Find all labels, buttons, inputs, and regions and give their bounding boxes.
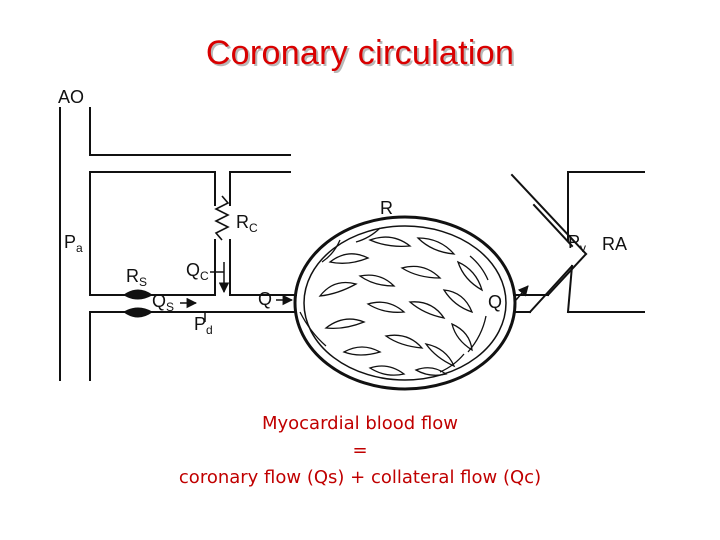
myocardial-bed: [293, 215, 517, 391]
qc-label: QC: [186, 260, 209, 283]
r-label: R: [380, 198, 393, 218]
slide-title: Coronary circulation: [205, 34, 515, 72]
ra-label: RA: [602, 234, 627, 254]
collateral-resistance-symbol: [214, 195, 230, 241]
venous-outflow-upper: [546, 252, 588, 297]
q-out-arrow: [515, 285, 529, 301]
pa-label: Pa: [64, 232, 83, 255]
q-outflow-label: Q: [488, 292, 502, 312]
caption: Myocardial blood flow = coronary flow (Q…: [0, 410, 720, 491]
qs-label: QS: [152, 291, 174, 314]
venous-outflow-lower: [528, 264, 574, 314]
caption-line-2: =: [352, 440, 368, 461]
pd-label: Pd: [194, 314, 213, 337]
q-inflow-label: Q: [258, 289, 272, 309]
stenosis-symbol: [123, 289, 153, 318]
caption-line-1: Myocardial blood flow: [261, 413, 459, 434]
rs-label: RS: [126, 266, 147, 289]
caption-line-3: coronary flow (Qs) + collateral flow (Qc…: [178, 467, 542, 488]
pv-label: Pv: [568, 232, 586, 255]
aorta-label: AO: [58, 87, 84, 107]
rc-label: RC: [236, 212, 258, 235]
